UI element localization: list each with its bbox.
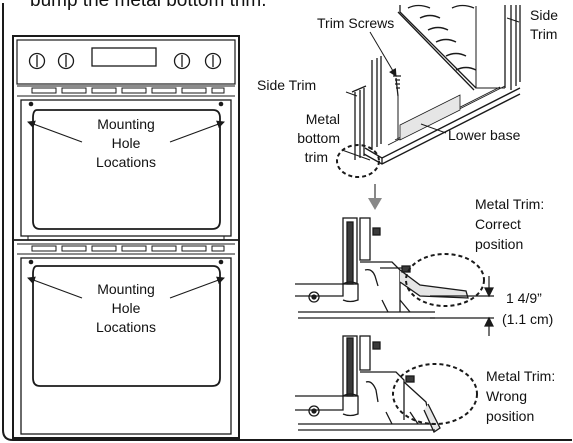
double-wall-oven — [12, 35, 240, 439]
bracket-hole-icon — [372, 227, 381, 236]
oven-outer-frame — [12, 35, 240, 439]
label-upper-mounting-line1: Mounting — [97, 116, 155, 132]
label-trim-screws: Trim Screws — [317, 15, 395, 31]
label-upper-mounting-line2: Hole — [111, 135, 141, 151]
bolt-head-icon — [308, 291, 320, 303]
page-frame — [2, 3, 572, 441]
label-metal-bottom-trim-line3: trim — [304, 149, 328, 165]
lower-vent-strip — [17, 243, 235, 255]
detail-wrong — [295, 335, 441, 433]
mounting-arrows — [27, 120, 225, 299]
label-upper-mounting-line3: Locations — [96, 154, 156, 170]
label-lower-mounting-line3: Locations — [96, 319, 156, 335]
knob-icon — [173, 52, 191, 70]
control-panel — [16, 39, 236, 85]
label-correct-line1: Metal Trim: — [475, 196, 545, 212]
instruction-fragment: bump the metal bottom trim. — [30, 0, 267, 11]
detail-circle-top — [336, 144, 380, 178]
cutout-perspective — [351, 4, 521, 165]
measurement-marker — [430, 276, 494, 336]
label-measurement-inches: 1 4/9” — [506, 290, 542, 306]
label-metal-bottom-trim-line2: bottom — [297, 130, 340, 146]
detail-correct — [295, 217, 469, 319]
knob-icon — [57, 52, 75, 70]
label-metal-bottom-trim-line1: Metal — [305, 111, 340, 127]
label-side-trim-left: Side Trim — [257, 77, 317, 93]
bracket-hole-icon — [372, 341, 381, 350]
lower-oven-window — [32, 265, 221, 387]
trim-screw-icon — [393, 75, 401, 97]
upper-oven-door — [20, 99, 232, 237]
display-window — [91, 47, 157, 67]
label-correct-line2: Correct — [475, 216, 521, 232]
top-leaders — [341, 17, 520, 161]
label-wrong-line2: Wrong — [486, 388, 527, 404]
detail-circle-correct — [405, 253, 485, 307]
knob-icon — [28, 52, 46, 70]
label-wrong-line3: position — [486, 408, 535, 424]
control-knobs — [28, 52, 222, 70]
label-side-trim-right-line2: Trim — [530, 26, 558, 42]
zoom-down-arrow-icon — [368, 184, 382, 210]
label-side-trim-right-line1: Side — [530, 7, 559, 23]
detail-circle-wrong — [392, 363, 478, 425]
bolt-head-icon — [308, 405, 320, 417]
label-correct-line3: position — [475, 236, 524, 252]
mounting-hole-icons — [28, 101, 224, 265]
upper-vent-strip — [17, 85, 235, 97]
label-lower-mounting-line1: Mounting — [97, 281, 155, 297]
upper-oven-window — [32, 109, 221, 230]
knob-icon — [204, 52, 222, 70]
label-lower-base: Lower base — [448, 127, 521, 143]
label-lower-mounting-line2: Hole — [111, 300, 141, 316]
lower-oven-door — [20, 257, 232, 435]
label-wrong-line1: Metal Trim: — [486, 368, 556, 384]
label-measurement-cm: (1.1 cm) — [502, 311, 554, 327]
